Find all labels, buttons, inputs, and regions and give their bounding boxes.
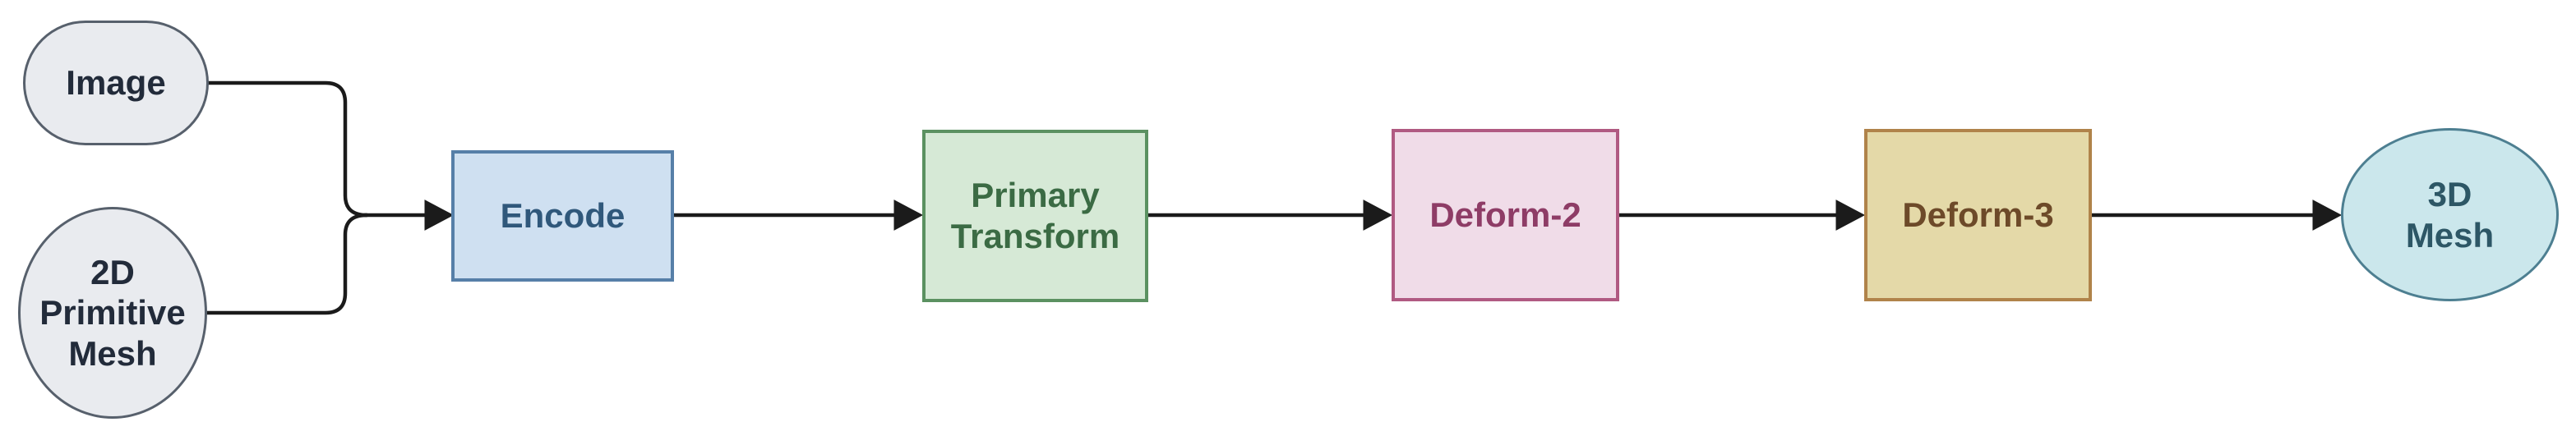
node-3d-mesh: 3D Mesh bbox=[2341, 128, 2559, 301]
node-deform-2-label: Deform-2 bbox=[1429, 195, 1581, 235]
node-encode-label: Encode bbox=[500, 196, 626, 236]
label-line: Transform bbox=[950, 217, 1120, 255]
node-2d-primitive-mesh-label: 2D Primitive Mesh bbox=[39, 252, 185, 374]
node-deform-3-label: Deform-3 bbox=[1902, 195, 2054, 235]
label-line: Primitive bbox=[39, 293, 186, 333]
node-image: Image bbox=[23, 21, 209, 145]
label-line: 2D bbox=[90, 252, 135, 291]
arrowhead-into-encode bbox=[424, 200, 455, 231]
label-line: Mesh bbox=[2405, 215, 2495, 255]
node-primary-transform: Primary Transform bbox=[922, 130, 1148, 302]
node-deform-3: Deform-3 bbox=[1864, 129, 2092, 301]
arrowhead-into-deform-2 bbox=[1363, 200, 1393, 231]
edge-primitive-mesh-to-encode bbox=[205, 213, 369, 315]
node-encode: Encode bbox=[451, 150, 674, 282]
label-line: Mesh bbox=[68, 333, 157, 373]
arrowhead-into-primary-transform bbox=[893, 200, 924, 231]
node-primary-transform-label: Primary Transform bbox=[951, 175, 1119, 256]
node-image-label: Image bbox=[66, 63, 166, 103]
arrowhead-into-3d-mesh bbox=[2312, 200, 2343, 231]
node-2d-primitive-mesh: 2D Primitive Mesh bbox=[18, 207, 207, 419]
node-deform-2: Deform-2 bbox=[1392, 129, 1619, 301]
node-3d-mesh-label: 3D Mesh bbox=[2406, 174, 2494, 255]
label-line: Primary bbox=[971, 176, 1100, 215]
label-line: 3D bbox=[2427, 174, 2472, 213]
edge-image-to-encode bbox=[206, 80, 369, 218]
edges-group bbox=[205, 80, 2343, 315]
arrowhead-into-deform-3 bbox=[1835, 200, 1866, 231]
